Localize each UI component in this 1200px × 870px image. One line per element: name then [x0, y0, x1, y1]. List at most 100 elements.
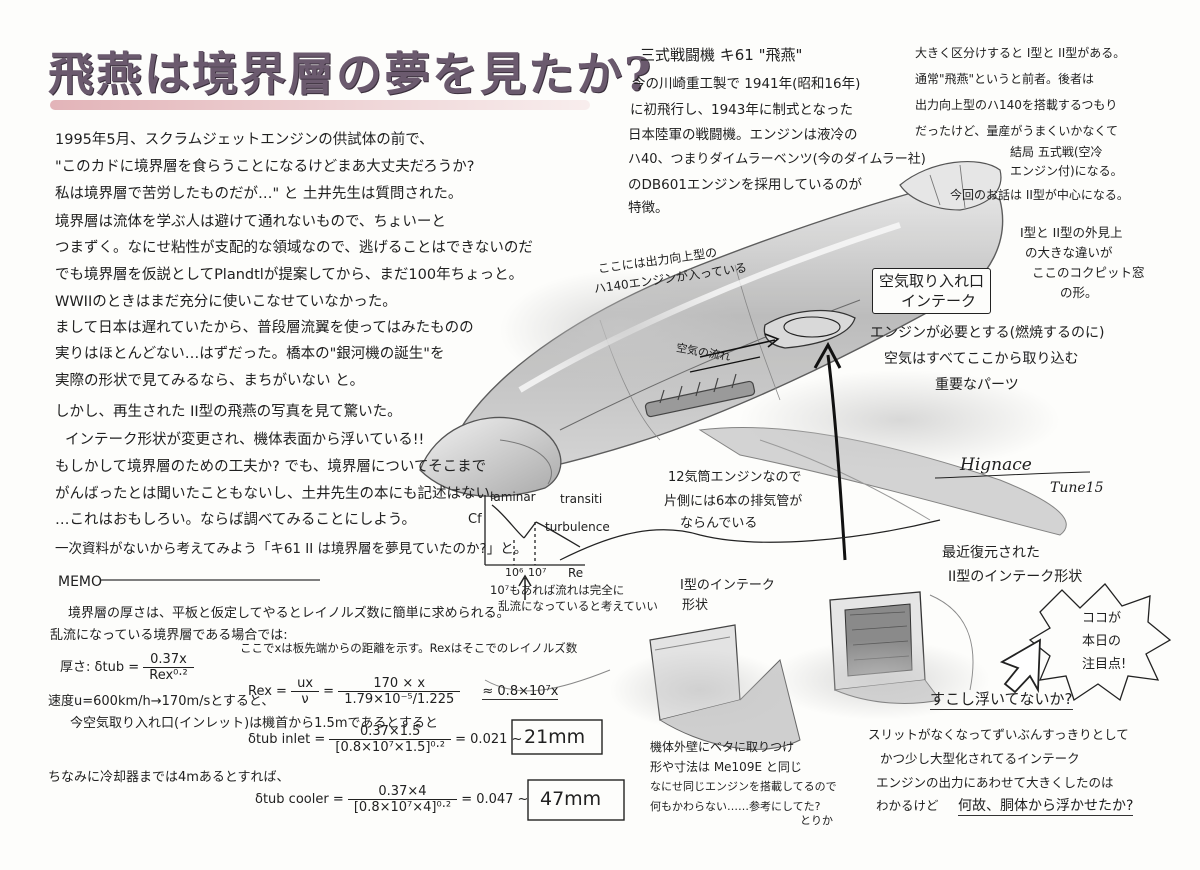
slit-note-2: かつ少し大型化されてるインテーク: [880, 751, 1080, 766]
inlet-label: δtub inlet =: [248, 732, 326, 747]
cooler-result: 47mm: [540, 788, 602, 810]
focus-arrow: [999, 638, 1041, 694]
thickness-numerator: 0.37x: [143, 652, 194, 668]
intake-label-line-2: インテーク: [901, 292, 977, 310]
rex-denominator-1: ν: [301, 692, 309, 707]
left-line-16: 一次資料がないから考えてみよう「キ61 II は境界層を夢見ていたのか?」と。: [55, 541, 528, 557]
cooler-text: ちなみに冷却器までは4mあるとすれば、: [48, 770, 290, 785]
graph-xlabel: Re: [568, 566, 584, 580]
signature-1: Hignace: [960, 455, 1032, 475]
fuselage: [419, 160, 1067, 561]
focus-label-1: ココが: [1082, 611, 1122, 626]
left-line-13: もしかして境界層のための工夫か? でも、境界層についてそこまで: [55, 459, 487, 475]
cooler-fraction: 0.37×4 [0.8×10⁷×4]⁰·²: [347, 784, 458, 815]
left-line-7: WWIIのときはまだ充分に使いこなせていなかった。: [55, 294, 397, 310]
graph-turbulence: turbulence: [545, 520, 610, 534]
inlet-denominator: [0.8×10⁷×1.5]⁰·²: [335, 740, 445, 755]
inlet-numerator: 0.37×1.5: [329, 724, 451, 740]
left-line-10: 実際の形状で見てみるなら、まちがいない と。: [55, 373, 365, 389]
aircraft-desc-3: 日本陸軍の戦闘機。エンジンは液冷の: [628, 127, 858, 143]
left-line-12: インテーク形状が変更され、機体表面から浮いている!!: [65, 432, 425, 448]
cf-re-graph: [484, 495, 585, 600]
thickness-label: 厚さ:: [60, 660, 91, 675]
intake-label-line-1: 空気取り入れ口: [879, 272, 985, 290]
title-highlight-stroke: [50, 100, 590, 110]
inlet-formula: δtub inlet = 0.37×1.5 [0.8×10⁷×1.5]⁰·² =…: [248, 724, 522, 755]
left-line-1: 1995年5月、スクラムジェットエンジンの供試体の前で、: [55, 132, 434, 148]
aircraft-desc-4: ハ40、つまりダイムラーベンツ(今のダイムラー社): [628, 152, 926, 167]
exhaust-note-2: 片側には6本の排気管が: [664, 494, 803, 509]
left-line-6: でも境界層を仮説としてPlandtlが提案してから、まだ100年ちょっと。: [55, 267, 524, 283]
aircraft-desc-1: 今の川崎重工製で 1941年(昭和16年): [632, 76, 861, 92]
fuselage-intake: [763, 309, 856, 349]
left-line-11: しかし、再生された II型の飛燕の写真を見て驚いた。: [55, 404, 402, 420]
memo-line-2: 乱流になっている境界層である場合では:: [50, 628, 288, 643]
rex-numerator-1: ux: [291, 676, 320, 692]
left-line-4: 境界層は流体を学ぶ人は避けて通れないもので、ちょいーと: [55, 214, 446, 230]
left-line-9: 実りはほとんどない…はずだった。橋本の"銀河機の誕生"を: [55, 346, 445, 362]
corner-note-2: 通常"飛燕"というと前者。後者は: [915, 72, 1095, 86]
corner-note-3: 出力向上型のハ140を搭載するつもり: [915, 98, 1118, 112]
cooler-denominator: [0.8×10⁷×4]⁰·²: [353, 800, 452, 815]
body-side-note-2: 形や寸法は Me109E と同じ: [650, 760, 802, 774]
difference-note-2: の大きな違いが: [1025, 245, 1113, 260]
left-line-8: まして日本は遅れていたから、普段層流翼を使ってはみたものの: [55, 320, 474, 336]
signature-2: Tune15: [1050, 480, 1104, 496]
type1-intake-sketch: [610, 624, 801, 750]
slit-note-3: エンジンの出力にあわせて大きくしたのは: [876, 775, 1114, 790]
aircraft-desc-2: に初飛行し、1943年に制式となった: [630, 102, 853, 118]
graph-tick-2: 10⁷: [528, 566, 547, 579]
cooler-label: δtub cooler =: [255, 792, 344, 807]
left-line-3: 私は境界層で苦労したものだが…" と 土井先生は質問された。: [55, 186, 463, 202]
rex-formula: Rex = ux ν = 170 × x 1.79×10⁻⁵/1.225 ≈ 0…: [248, 676, 559, 707]
difference-note-1: I型と II型の外見上: [1020, 225, 1123, 240]
exhaust-note-1: 12気筒エンジンなので: [668, 470, 802, 485]
type1-intake-label-1: I型のインテーク: [680, 578, 775, 593]
corner-note-1: 大きく区分けすると I型と II型がある。: [915, 46, 1126, 60]
rex-denominator-2: 1.79×10⁻⁵/1.225: [344, 692, 455, 707]
corner-note-4: だったけど、量産がうまくいかなくて: [915, 124, 1119, 138]
left-line-2: "このカドに境界層を食らうことになるけどまあ大丈夫だろうか?: [55, 159, 475, 175]
cooler-numerator: 0.37×4: [347, 784, 458, 800]
page-title: 飛燕は境界層の夢を見たか?: [48, 47, 653, 101]
rex-fraction-1: ux ν: [291, 676, 320, 707]
slit-question: 何故、胴体から浮かせたか?: [958, 795, 1134, 816]
cooler-value: = 0.047 ~: [461, 792, 529, 807]
corner-note-6: エンジン付)になる。: [1010, 164, 1123, 178]
exhaust-note-3: ならんでいる: [680, 516, 758, 531]
rex-numerator-2: 170 × x: [338, 676, 461, 692]
difference-note-4: の形。: [1060, 285, 1098, 300]
floating-question: すこし浮いてないか?: [930, 690, 1073, 710]
speed-text: 速度u=600km/h→170m/sとすると、: [48, 694, 275, 709]
type2-intake-label-2: II型のインテーク形状: [948, 569, 1083, 585]
corner-note-5: 結局 五式戦(空冷: [1010, 145, 1103, 159]
difference-note-3: ここのコクピット窓: [1032, 265, 1145, 280]
body-side-note-4: 何もかわらない……参考にしてた?: [650, 800, 821, 813]
left-line-5: つまずく。なにせ粘性が支配的な領域なので、逃げることはできないのだ: [55, 240, 533, 256]
graph-laminar: laminar: [490, 490, 536, 504]
cooler-result-box: [527, 779, 625, 821]
memo-line-1: 境界層の厚さは、平板と仮定してやるとレイノルズ数に簡単に求められる。: [68, 606, 510, 621]
graph-tick-1: 10⁶: [505, 566, 524, 579]
aircraft-desc-5: のDB601エンジンを採用しているのが: [628, 177, 863, 193]
cooler-formula: δtub cooler = 0.37×4 [0.8×10⁷×4]⁰·² = 0.…: [255, 784, 528, 815]
exhaust-stacks: [644, 373, 756, 418]
type2-intake-label-1: 最近復元された: [942, 545, 1040, 561]
inlet-fraction: 0.37×1.5 [0.8×10⁷×1.5]⁰·²: [329, 724, 451, 755]
graph-transition: transiti: [560, 492, 603, 506]
focus-label-3: 注目点!: [1082, 657, 1127, 672]
thickness-fraction: 0.37x Rex⁰·²: [143, 652, 194, 683]
body-side-note-1: 機体外壁にベタに取りつけ: [650, 740, 795, 754]
inlet-result-box: [511, 719, 603, 755]
slit-note-1: スリットがなくなってずいぶんすっきりとして: [868, 727, 1129, 742]
body-side-note-5: とりか: [800, 814, 833, 827]
graph-note-1: 10⁷もあれば流れは完全に: [490, 583, 625, 597]
thickness-formula: 厚さ: δtub = 0.37x Rex⁰·²: [60, 652, 194, 683]
type1-intake-label-2: 形状: [682, 598, 709, 613]
intake-note-2: 空気はすべてここから取り込む: [884, 351, 1079, 367]
aircraft-desc-6: 特徴。: [628, 200, 669, 216]
intake-note-3: 重要なパーツ: [935, 377, 1019, 393]
memo-heading: MEMO: [58, 574, 103, 590]
